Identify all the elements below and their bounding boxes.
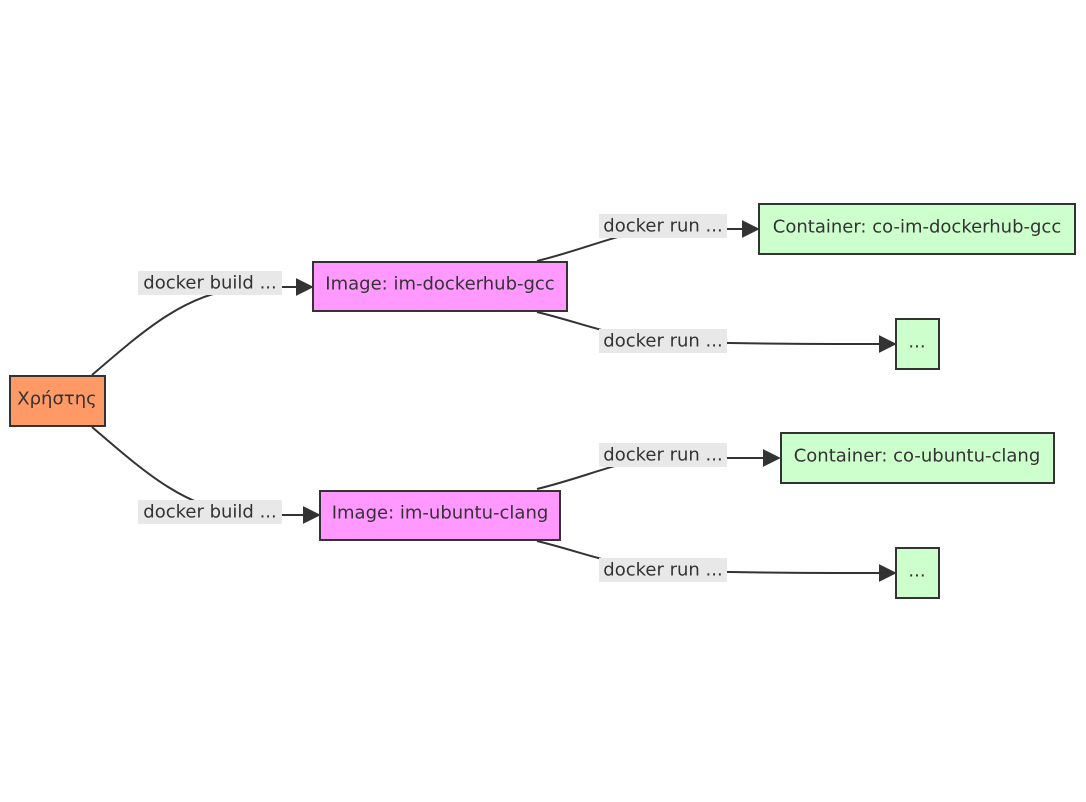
edge-label-text: docker run ... [603,331,722,352]
edge-label-run-clang-2: docker run ... [599,558,727,582]
edge-label-text: docker build ... [143,502,276,523]
edge-label-text: docker build ... [143,273,276,294]
node-more-clang-label: ... [908,561,925,582]
edge-label-text: docker run ... [603,445,722,466]
node-image-gcc-label: Image: im-dockerhub-gcc [325,274,554,295]
node-user: Χρήστης [9,375,106,427]
node-image-clang: Image: im-ubuntu-clang [319,490,561,541]
node-more-gcc-label: ... [908,332,925,353]
edge-label-run-clang-1: docker run ... [599,443,727,467]
edge-label-text: docker run ... [603,216,722,237]
node-image-gcc: Image: im-dockerhub-gcc [312,261,568,312]
edge-label-build-clang: docker build ... [138,500,282,524]
node-more-clang: ... [895,547,940,599]
node-container-clang: Container: co-ubuntu-clang [780,432,1055,484]
edge-label-text: docker run ... [603,560,722,581]
edge-label-run-gcc-1: docker run ... [599,214,727,238]
node-container-clang-label: Container: co-ubuntu-clang [794,446,1041,467]
node-user-label: Χρήστης [17,389,96,410]
edge-label-build-gcc: docker build ... [138,271,282,295]
edge-user-to-image-gcc [91,278,314,376]
node-image-clang-label: Image: im-ubuntu-clang [332,503,549,524]
node-container-gcc-label: Container: co-im-dockerhub-gcc [773,217,1061,238]
node-more-gcc: ... [895,318,940,370]
node-container-gcc: Container: co-im-dockerhub-gcc [758,203,1076,255]
edge-label-run-gcc-2: docker run ... [599,329,727,353]
